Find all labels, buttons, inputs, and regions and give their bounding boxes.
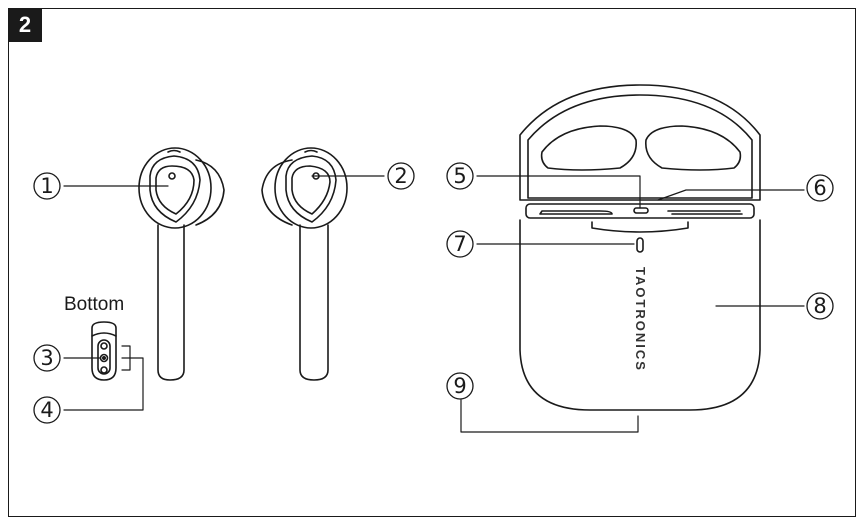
bottom-view (91, 321, 117, 381)
leader-lines (63, 175, 805, 433)
callout-6-circle (806, 174, 834, 202)
callout-6: 6 (813, 176, 826, 200)
callout-3: 3 (40, 346, 53, 370)
callout-2: 2 (394, 164, 407, 188)
callout-8: 8 (813, 294, 826, 318)
bottom-label: Bottom (64, 294, 124, 315)
callout-8-circle (806, 292, 834, 320)
step-badge: 2 (8, 8, 42, 42)
brand-text: TAOTRONICS (633, 267, 648, 372)
callout-9: 9 (453, 374, 466, 398)
left-earbud (138, 147, 225, 381)
callout-1: 1 (40, 174, 53, 198)
right-earbud (261, 147, 348, 381)
callout-5-circle (446, 162, 474, 190)
callout-5: 5 (453, 164, 466, 188)
callout-3-circle (33, 344, 61, 372)
callout-9-circle (446, 372, 474, 400)
callout-2-circle (387, 162, 415, 190)
callout-4-circle (33, 396, 61, 424)
callout-4: 4 (40, 398, 53, 422)
callout-1-circle (33, 172, 61, 200)
figure-frame (8, 8, 856, 517)
callout-circles (33, 162, 834, 424)
callout-7: 7 (453, 232, 466, 256)
callout-7-circle (446, 230, 474, 258)
